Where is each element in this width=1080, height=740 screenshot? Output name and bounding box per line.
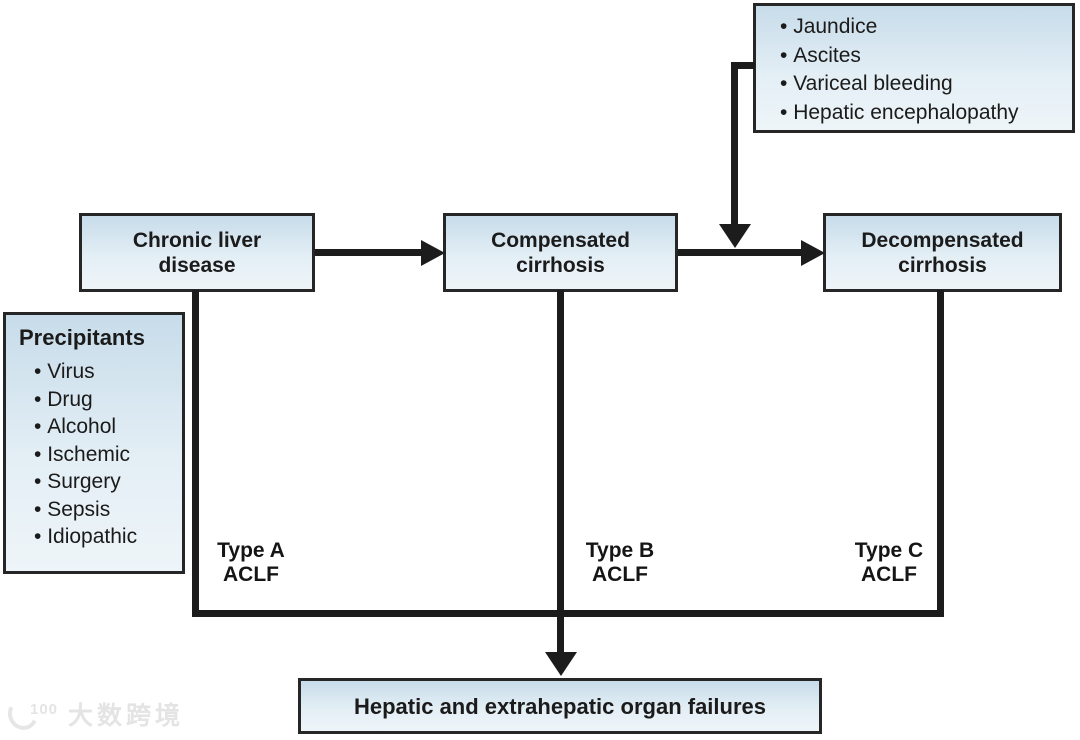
arrow-right-icon (421, 240, 445, 266)
symptom-item: Hepatic encephalopathy (780, 99, 1066, 128)
symptom-item: Ascites (780, 42, 1066, 71)
precipitant-item: Alcohol (34, 413, 178, 441)
precipitants-list: Virus Drug Alcohol Ischemic Surgery Seps… (19, 358, 178, 551)
type-a-aclf-label: Type A ACLF (203, 539, 299, 587)
watermark: 100 大数跨境 (3, 694, 185, 734)
bottom-connector-line (192, 610, 944, 617)
node-compensated-cirrhosis: Compensated cirrhosis (443, 213, 678, 292)
type-c-line2: ACLF (861, 563, 917, 586)
type-a-line2: ACLF (223, 563, 279, 586)
precipitants-box: Precipitants Virus Drug Alcohol Ischemic… (3, 312, 185, 574)
type-a-line1: Type A (217, 539, 285, 562)
decompensated-drop-line (937, 290, 944, 617)
symptoms-box: Jaundice Ascites Variceal bleeding Hepat… (753, 3, 1075, 133)
precipitant-item: Ischemic (34, 441, 178, 469)
compensated-drop-line (557, 290, 564, 652)
arrow-right-icon (801, 240, 825, 266)
watermark-text: 大数跨境 (68, 702, 185, 730)
symptoms-list: Jaundice Ascites Variceal bleeding Hepat… (780, 13, 1066, 127)
arrow-compensated-to-decompensated-line (678, 249, 805, 256)
precipitant-item: Drug (34, 386, 178, 414)
node-decompensated-cirrhosis: Decompensated cirrhosis (823, 213, 1062, 292)
type-b-line2: ACLF (592, 563, 648, 586)
symptoms-elbow-vertical-line (731, 62, 738, 224)
type-b-line1: Type B (585, 539, 655, 562)
node-chronic-liver-disease: Chronic liver disease (79, 213, 315, 292)
arrow-down-icon (719, 224, 751, 248)
chronic-drop-line (192, 290, 199, 617)
type-b-aclf-label: Type B ACLF (572, 539, 668, 587)
precipitant-item: Sepsis (34, 496, 178, 524)
symptom-item: Variceal bleeding (780, 70, 1066, 99)
precipitants-title: Precipitants (19, 325, 145, 350)
arrow-down-icon (545, 652, 577, 676)
arrow-chronic-to-compensated-line (315, 249, 425, 256)
symptoms-elbow-horizontal-line (731, 62, 755, 69)
type-c-line1: Type C (854, 539, 924, 562)
node-organ-failures: Hepatic and extrahepatic organ failures (298, 678, 822, 734)
symptom-item: Jaundice (780, 13, 1066, 42)
precipitant-item: Surgery (34, 468, 178, 496)
watermark-logo-number: 100 (30, 701, 59, 718)
precipitant-item: Virus (34, 358, 178, 386)
precipitant-item: Idiopathic (34, 523, 178, 551)
type-c-aclf-label: Type C ACLF (841, 539, 937, 587)
